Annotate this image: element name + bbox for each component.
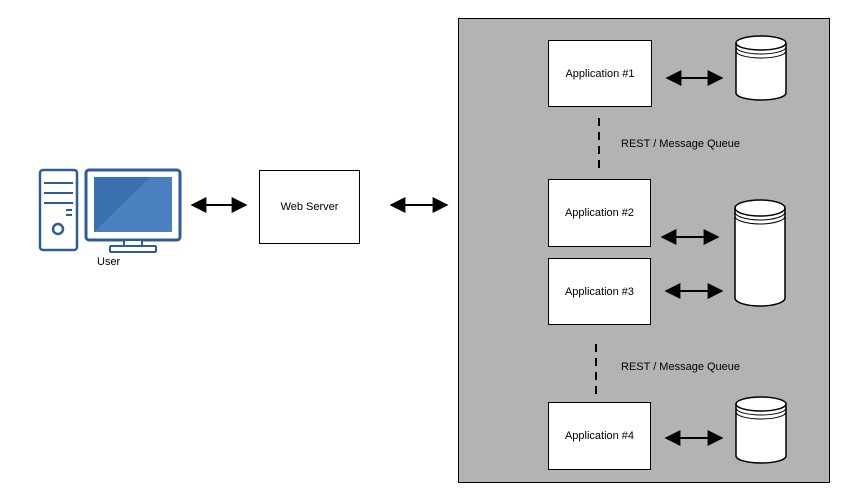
connection-label-1: REST / Message Queue xyxy=(621,138,741,150)
application-2-box: Application #2 xyxy=(548,179,651,247)
computer-icon xyxy=(38,168,182,253)
application-4-box: Application #4 xyxy=(548,402,651,470)
database-2-icon xyxy=(734,199,786,307)
application-4-label: Application #4 xyxy=(564,430,635,442)
database-1-icon xyxy=(735,35,787,101)
application-3-box: Application #3 xyxy=(548,258,651,325)
application-2-label: Application #2 xyxy=(564,207,635,219)
connection-label-2: REST / Message Queue xyxy=(621,361,741,373)
user-label: User xyxy=(97,256,121,268)
database-3-icon xyxy=(735,396,787,464)
application-1-label: Application #1 xyxy=(565,67,635,80)
application-1-box: Application #1 xyxy=(548,40,652,107)
web-server-label: Web Server xyxy=(280,201,339,213)
web-server-box: Web Server xyxy=(259,170,360,244)
application-3-label: Application #3 xyxy=(564,285,635,298)
